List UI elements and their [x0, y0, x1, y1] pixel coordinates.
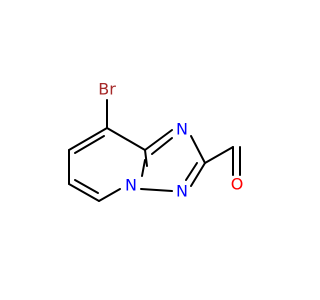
bond-n4-c8a: [141, 159, 146, 177]
bond-c8-c8a: [106, 127, 146, 151]
bond-c2-cho: [204, 146, 234, 164]
bond-c8a-n1-inner: [151, 137, 173, 155]
bond-c6-c5: [68, 183, 100, 202]
molecule-structure: Br N N N O: [68, 80, 243, 202]
atom-bromine: Br: [98, 80, 116, 99]
atom-triazole-n-lower: N: [176, 182, 188, 201]
bond-n1-c2: [190, 135, 206, 164]
atom-labels: Br N N N O: [98, 80, 243, 201]
bond-c2-n3-inner: [185, 162, 198, 181]
atom-bridgehead-n: N: [125, 176, 137, 195]
bond-c2-n3: [190, 162, 206, 187]
bond-c8a-cbridge: [144, 149, 148, 167]
bond-c8a-n1: [144, 129, 173, 151]
atom-triazole-n-upper: N: [176, 120, 188, 139]
bond-n3-n4: [140, 188, 173, 192]
bond-c5-n4: [98, 188, 121, 202]
atom-aldehyde-oxygen: O: [231, 175, 244, 194]
bond-c6-c5-inner: [74, 179, 99, 194]
bond-c8-c7-inner: [74, 135, 105, 154]
bond-c8-c7: [68, 127, 108, 151]
bonds: [68, 99, 241, 202]
